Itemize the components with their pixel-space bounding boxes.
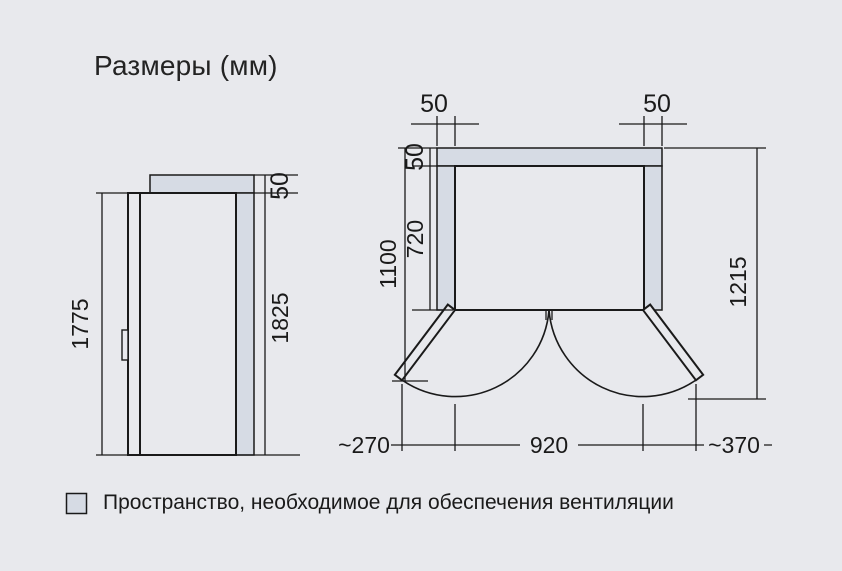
legend-swatch: [65, 492, 88, 514]
top-view-diagram: 50 50 50 720 1100 1215: [337, 90, 772, 458]
fridge-top-body: [454, 165, 645, 311]
label-mask: [704, 431, 764, 458]
fridge-door-handle: [121, 329, 129, 361]
dim-side-clearance-right: 50: [643, 90, 671, 118]
side-top-clearance-area: [149, 174, 255, 194]
side-view-diagram: 1775 50 1825: [67, 172, 300, 456]
label-mask: [520, 431, 578, 458]
dim-depth-total: 1100: [375, 239, 401, 288]
dim-rear-clearance: 50: [401, 143, 429, 171]
dim-door-swing-right: ~370: [708, 432, 760, 458]
right-door-open: [641, 303, 705, 382]
fridge-side-door: [127, 192, 141, 456]
right-door-swing-arc: [548, 309, 697, 398]
fridge-side-body: [139, 192, 237, 456]
page-title: Размеры (мм): [94, 50, 278, 81]
legend: Пространство, необходимое для обеспечени…: [65, 491, 674, 515]
left-door-open: [393, 303, 457, 382]
dim-side-top-clearance: 50: [266, 172, 294, 200]
dim-depth-with-open-doors: 1215: [725, 256, 751, 307]
dim-side-height: 1775: [67, 298, 93, 349]
top-right-clearance-area: [643, 165, 663, 311]
dim-door-swing-left: ~270: [338, 432, 390, 458]
dim-body-width: 920: [530, 432, 568, 458]
dim-side-clearance-left: 50: [420, 90, 448, 118]
dim-side-total-height: 1825: [267, 292, 293, 343]
top-left-clearance-area: [436, 165, 456, 311]
legend-label: Пространство, необходимое для обеспечени…: [103, 491, 674, 514]
left-door-swing-arc: [401, 309, 550, 398]
label-mask: [337, 431, 391, 458]
ventilation-swatch-icon: [65, 492, 88, 514]
side-rear-clearance-area: [235, 192, 255, 456]
top-rear-clearance-area: [436, 147, 663, 167]
dim-body-depth: 720: [402, 220, 428, 258]
